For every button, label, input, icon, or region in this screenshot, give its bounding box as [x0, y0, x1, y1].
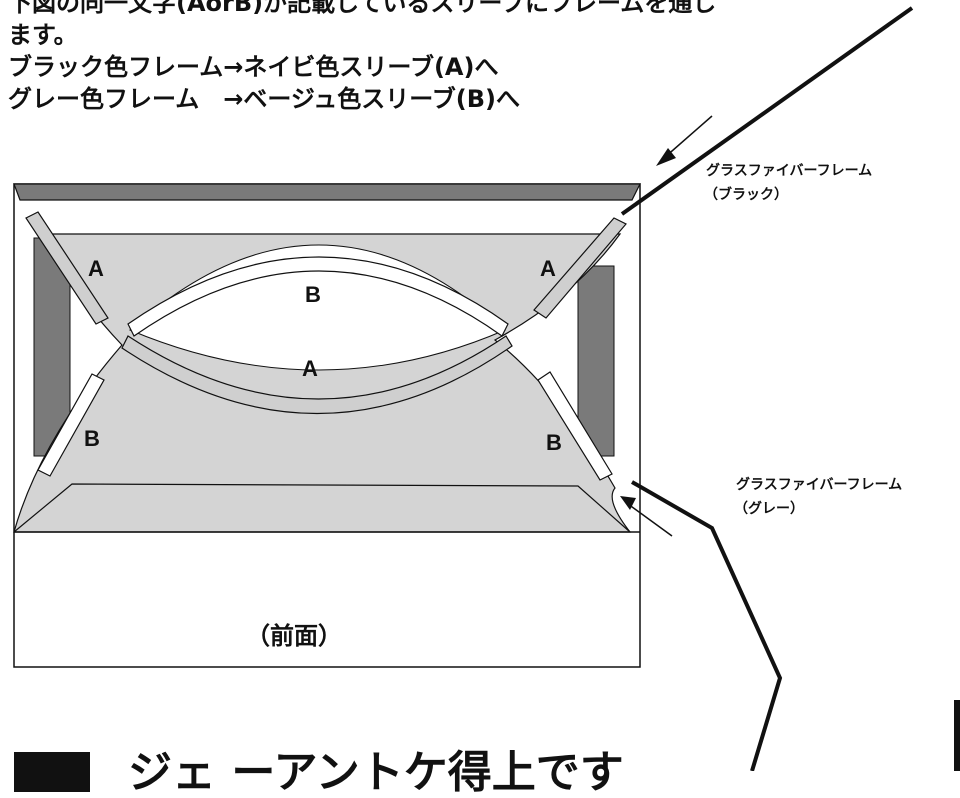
gray-frame-label-line1: グラスファイバーフレーム: [736, 477, 903, 493]
gray-frame-label-line2: （グレー）: [734, 501, 804, 517]
instruction-line-2: ます。: [8, 21, 78, 49]
right-bottom-sleeve: [537, 371, 613, 481]
slot-letter-center-arc: A: [302, 356, 318, 381]
slot-letter-left-top: A: [88, 256, 104, 281]
front-label: （前面）: [246, 622, 342, 650]
right-side-panel: [577, 265, 615, 457]
slot-letter-top-arc: B: [305, 282, 321, 307]
gray-frame-arrow-shaft: [627, 503, 673, 537]
black-frame-label-line2: （ブラック）: [704, 187, 788, 203]
left-top-sleeve: [25, 211, 109, 325]
top-band: [13, 183, 641, 201]
left-bottom-sleeve: [37, 373, 105, 477]
tent-frame-diagram: A A B A B B （前面）: [13, 6, 914, 771]
right-top-sleeve: [533, 217, 627, 319]
gray-frame-arrow-head: [620, 496, 636, 510]
section-number-badge: [14, 752, 90, 792]
black-frame-arrow-shaft: [663, 115, 713, 159]
page-edge-mark: [954, 700, 960, 771]
instruction-line-3: ブラック色フレーム→ネイビ色スリーブ(A)へ: [8, 53, 499, 81]
section-heading: ジェ ーアントケ得上です: [128, 747, 624, 798]
top-arc-sleeve: [127, 256, 509, 337]
instruction-line-4: グレー色フレーム →ベージュ色スリーブ(B)へ: [8, 85, 521, 113]
instruction-line-1: 下図の同一文字(AorB)が記載しているスリーブにフレームを通し: [8, 0, 717, 17]
center-arc-sleeve: [121, 335, 513, 415]
gray-frame-pole: [631, 480, 783, 771]
floor-line: [13, 483, 631, 533]
black-frame-pole: [620, 6, 914, 216]
slot-letter-right-top: A: [540, 256, 556, 281]
black-frame-arrow-head: [656, 148, 676, 166]
black-frame-label-line1: グラスファイバーフレーム: [706, 163, 873, 179]
slot-letter-left-bottom: B: [84, 426, 100, 451]
slot-letter-right-bottom: B: [546, 430, 562, 455]
